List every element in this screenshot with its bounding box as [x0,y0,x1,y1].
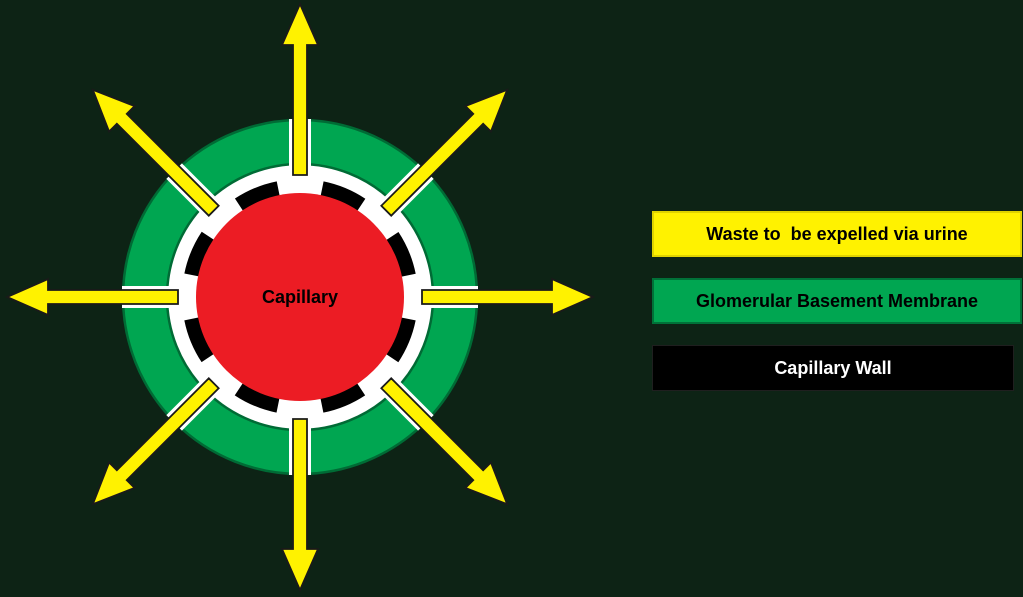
legend-waste: Waste to be expelled via urine [652,211,1022,257]
capillary-label: Capillary [262,287,338,307]
capillary-circle [196,193,404,401]
legend-capillary-wall-label: Capillary Wall [774,357,892,378]
legend-basement-membrane: Glomerular Basement Membrane [652,278,1022,324]
legend: Waste to be expelled via urine Glomerula… [652,211,1022,391]
legend-basement-membrane-label: Glomerular Basement Membrane [695,290,979,311]
legend-waste-label: Waste to be expelled via urine [706,223,968,244]
legend-capillary-wall: Capillary Wall [652,345,1014,391]
